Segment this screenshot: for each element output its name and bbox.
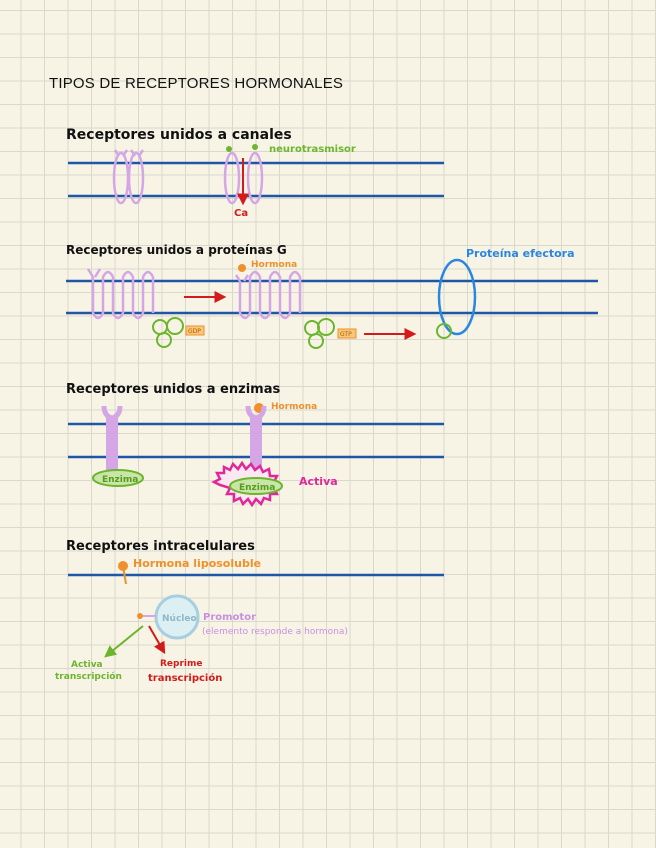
gprotein-heading: Receptores unidos a proteínas G: [66, 243, 287, 257]
enzyme-receptor-inactive: Enzima: [92, 405, 144, 487]
g-protein-inactive: GDP: [152, 317, 205, 348]
hormone-liposoluble-label: Hormona liposoluble: [133, 557, 261, 570]
gtp-label: GTP: [340, 331, 352, 338]
channels-heading: Receptores unidos a canales: [66, 127, 292, 143]
activate-label: Activa: [71, 660, 103, 670]
enzyme-label-inactive: Enzima: [102, 475, 138, 485]
intracellular-heading: Receptores intracelulares: [66, 539, 255, 554]
section-gprotein: Receptores unidos a proteínas G GDP Horm…: [66, 243, 598, 349]
effector-label: Proteína efectora: [466, 247, 575, 260]
neurotransmitter-dot: [252, 144, 258, 150]
g-protein-active: GTP: [304, 318, 357, 349]
ion-channel-open: [223, 151, 264, 205]
enzyme-heading: Receptores unidos a enzimas: [66, 382, 280, 397]
repress-arrow: [148, 625, 166, 655]
neurotransmitter-dot: [226, 146, 232, 152]
neurotransmitter-label: neurotrasmisor: [269, 144, 356, 155]
ion-channel-closed: [112, 149, 145, 205]
active-label: Activa: [299, 475, 338, 488]
hormone-dot: [238, 264, 246, 272]
section-enzyme: Receptores unidos a enzimas Enzima Hormo…: [66, 382, 444, 508]
enzyme-receptor-active: Hormona Enzima Activa: [211, 402, 338, 508]
enzyme-label-active: Enzima: [239, 483, 275, 493]
gpcr-receptor-bound: [234, 270, 302, 320]
hormone-label: Hormona: [271, 402, 317, 412]
effector-protein: [437, 258, 477, 336]
promoter-label: Promotor: [203, 612, 256, 623]
repress-label: Reprime: [160, 659, 202, 669]
section-channels: Receptores unidos a canales neurotrasmis…: [66, 127, 444, 219]
hormone-tail: [122, 565, 127, 585]
promoter-note: (elemento responde a hormona): [202, 627, 348, 637]
nucleus-label: Núcleo: [162, 614, 197, 624]
hormone-receptor-complex: [137, 613, 143, 619]
section-intracellular: Receptores intracelulares Hormona liposo…: [55, 539, 444, 684]
repress-label-2: transcripción: [148, 672, 222, 684]
activate-arrow: [104, 625, 144, 658]
hormone-label: Hormona: [251, 260, 297, 270]
g-alpha-subunit: [436, 323, 452, 339]
page-title: TIPOS DE RECEPTORES HORMONALES: [49, 75, 344, 92]
ion-label: Ca: [234, 208, 248, 219]
gdp-label: GDP: [188, 328, 201, 335]
gpcr-receptor: [86, 268, 155, 320]
activate-label-2: transcripción: [55, 671, 122, 682]
